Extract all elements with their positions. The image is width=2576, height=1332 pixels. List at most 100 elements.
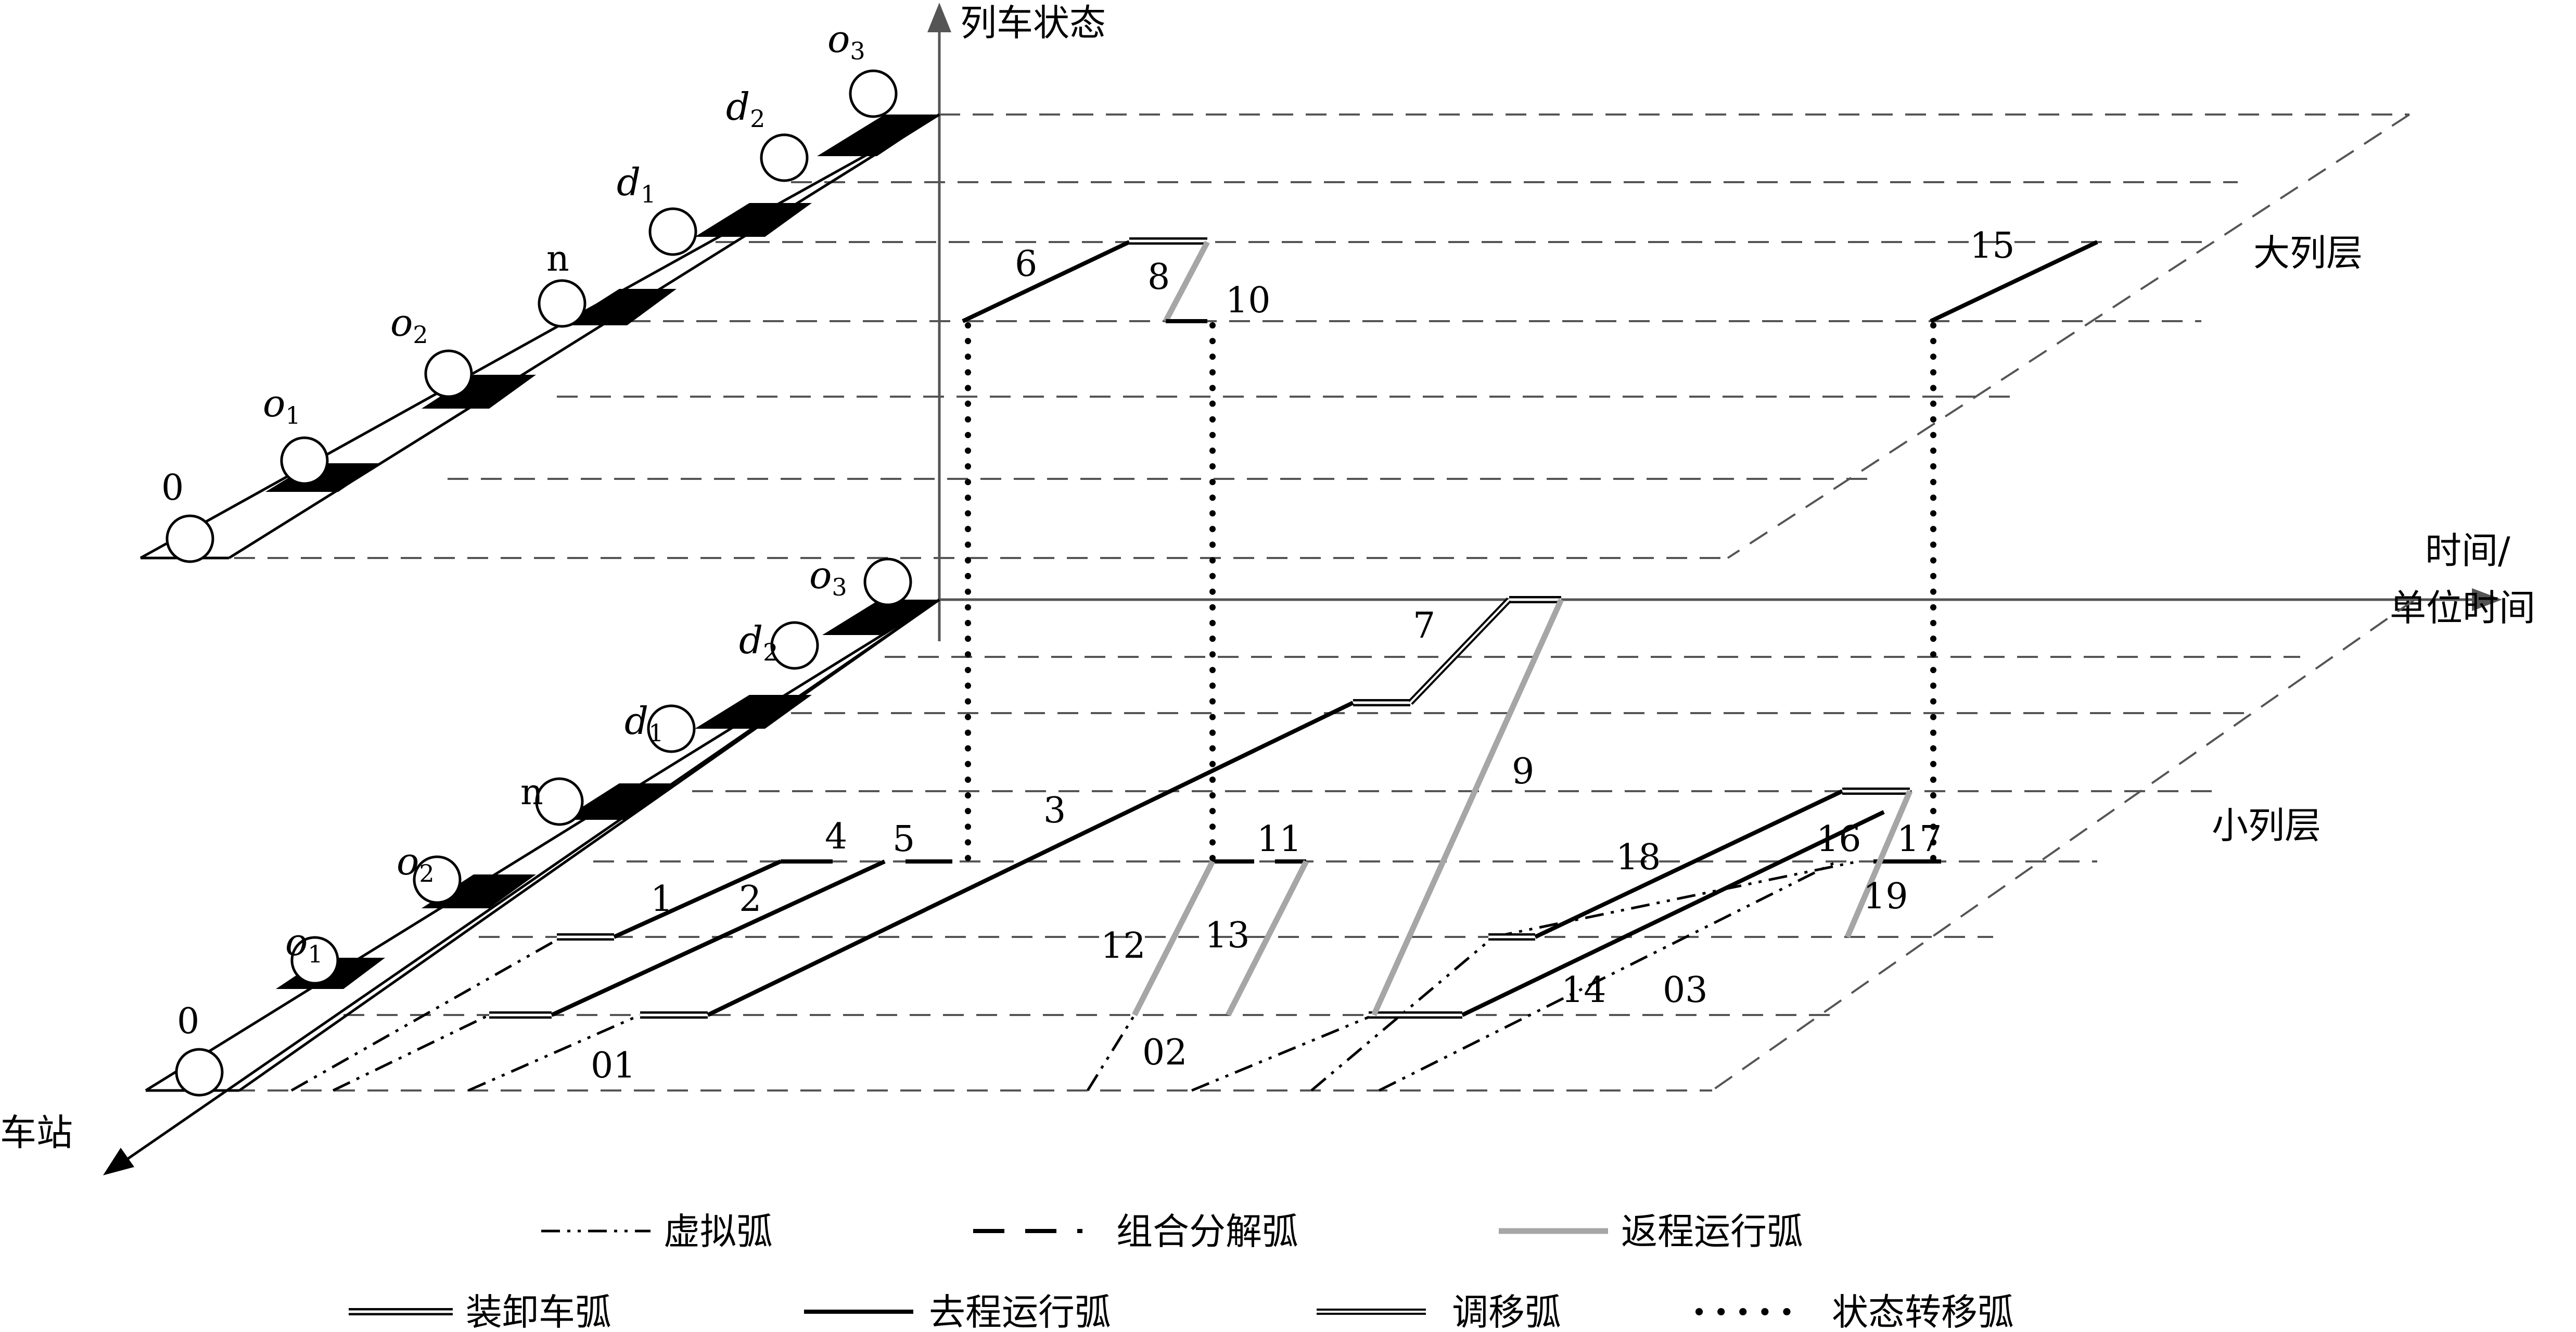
svg-text:n: n xyxy=(520,772,543,813)
svg-text:17: 17 xyxy=(1897,819,1942,860)
z-axis-label: 车站 xyxy=(0,1111,73,1154)
virtual-arc-b xyxy=(332,1013,490,1092)
station-node xyxy=(770,621,819,670)
svg-text:14: 14 xyxy=(1561,970,1606,1011)
svg-text:装卸车弧: 装卸车弧 xyxy=(466,1291,611,1332)
x-axis-label-line1: 时间/ xyxy=(2425,529,2510,572)
outbound-arc-14 xyxy=(1461,810,1885,1017)
outbound-arc-18 xyxy=(1534,789,1843,939)
station-node xyxy=(290,936,339,985)
top-plane-right-edge xyxy=(1727,113,2411,559)
svg-text:5: 5 xyxy=(892,819,915,860)
svg-text:18: 18 xyxy=(1616,837,1661,878)
bottom-layer-grid xyxy=(234,599,2416,1092)
svg-text:3: 3 xyxy=(1043,790,1066,831)
station-node xyxy=(648,207,697,256)
bottom-layer-arcs xyxy=(290,596,1941,1092)
bottom-layer-station-blocks xyxy=(276,600,939,989)
svg-text:o3: o3 xyxy=(809,553,847,601)
svg-text:o1: o1 xyxy=(263,382,301,429)
svg-text:2: 2 xyxy=(739,879,761,920)
legend-virtual: 虚拟弧 xyxy=(541,1210,773,1253)
arc-labels: 6 8 10 15 7 9 3 4 5 1 2 11 12 13 18 16 1… xyxy=(591,225,2015,1086)
svg-text:o2: o2 xyxy=(390,301,428,349)
svg-text:9: 9 xyxy=(1512,751,1534,792)
outbound-arc-3 xyxy=(707,701,1354,1017)
legend-combine: 组合分解弧 xyxy=(973,1210,1298,1253)
bottom-plane-right-edge xyxy=(1711,599,2416,1092)
z-axis-arrowhead xyxy=(103,1148,134,1175)
svg-text:d2: d2 xyxy=(739,618,778,666)
bottom-layer-stations xyxy=(175,557,912,1097)
outbound-arc-1 xyxy=(613,859,782,939)
svg-text:组合分解弧: 组合分解弧 xyxy=(1116,1210,1298,1253)
station-node xyxy=(175,1048,224,1097)
svg-text:01: 01 xyxy=(591,1045,636,1086)
svg-text:去程运行弧: 去程运行弧 xyxy=(929,1291,1111,1332)
svg-text:0: 0 xyxy=(177,1001,199,1042)
svg-text:状态转移弧: 状态转移弧 xyxy=(1832,1291,2014,1332)
virtual-arc-d xyxy=(1086,1014,1136,1092)
return-arc-12 xyxy=(1132,860,1215,1017)
station-node xyxy=(849,69,898,118)
svg-text:0: 0 xyxy=(161,467,184,509)
virtual-arc-c xyxy=(467,1013,641,1092)
x-axis-label-line2: 单位时间 xyxy=(2390,587,2535,629)
svg-text:02: 02 xyxy=(1142,1032,1188,1073)
svg-text:8: 8 xyxy=(1147,257,1170,298)
svg-text:11: 11 xyxy=(1257,819,1302,860)
outbound-arc-2 xyxy=(551,859,886,1017)
x-axis-arrowhead xyxy=(2472,588,2502,611)
legend: 虚拟弧 组合分解弧 返程运行弧 装卸车弧 去程运行弧 调移弧 状态转移弧 xyxy=(349,1210,2014,1332)
legend-return: 返程运行弧 xyxy=(1499,1210,1803,1253)
station-node xyxy=(535,777,584,826)
legend-outbound: 去程运行弧 xyxy=(804,1291,1111,1332)
station-node xyxy=(424,349,473,398)
virtual-arc-f xyxy=(1310,936,1495,1092)
svg-text:4: 4 xyxy=(825,816,847,857)
bottom-layer-station-labels: o3 d2 d1 n o2 o1 0 xyxy=(177,553,847,1042)
station-node xyxy=(413,855,462,904)
svg-text:o3: o3 xyxy=(827,17,865,65)
return-arc-9 xyxy=(1371,598,1564,1017)
svg-text:7: 7 xyxy=(1413,605,1435,646)
svg-text:10: 10 xyxy=(1226,280,1271,321)
y-axis-arrowhead xyxy=(927,3,951,32)
virtual-arc-g xyxy=(1378,860,1838,1092)
top-layer-grid xyxy=(234,113,2411,559)
return-arc-19 xyxy=(1844,790,1913,938)
z-axis xyxy=(124,598,940,1162)
svg-text:16: 16 xyxy=(1816,819,1861,860)
svg-text:n: n xyxy=(546,238,569,280)
legend-transfer: 状态转移弧 xyxy=(1695,1291,2014,1332)
top-layer-station-labels: o3 d2 d1 n o2 o1 0 xyxy=(161,17,865,509)
svg-text:o1: o1 xyxy=(285,920,323,968)
svg-text:o2: o2 xyxy=(397,840,435,887)
state-transfer-arcs xyxy=(965,322,1936,862)
top-layer-station-blocks xyxy=(265,115,939,492)
station-node xyxy=(165,514,214,563)
svg-text:13: 13 xyxy=(1205,915,1250,956)
bottom-layer-label: 小列层 xyxy=(2212,804,2321,847)
svg-text:19: 19 xyxy=(1863,876,1908,917)
axes: 列车状态 时间/ 单位时间 车站 xyxy=(0,2,2535,1175)
svg-text:03: 03 xyxy=(1663,970,1708,1011)
legend-loading: 装卸车弧 xyxy=(349,1291,611,1332)
svg-text:返程运行弧: 返程运行弧 xyxy=(1621,1210,1803,1253)
svg-text:1: 1 xyxy=(651,879,673,920)
virtual-arc-a xyxy=(290,935,563,1092)
svg-text:虚拟弧: 虚拟弧 xyxy=(664,1210,773,1253)
svg-text:d1: d1 xyxy=(624,699,664,747)
svg-text:15: 15 xyxy=(1970,225,2015,267)
top-layer-rails xyxy=(139,113,940,560)
station-node xyxy=(280,436,329,485)
station-node xyxy=(760,133,809,182)
return-arc-8 xyxy=(1163,240,1210,323)
virtual-arc-h xyxy=(1493,860,1858,938)
y-axis-label: 列车状态 xyxy=(960,2,1106,44)
loading-arcs xyxy=(489,596,1910,1019)
station-node xyxy=(863,557,912,606)
svg-text:6: 6 xyxy=(1015,244,1037,285)
station-node xyxy=(538,279,586,328)
virtual-arc-e xyxy=(1191,1013,1374,1092)
